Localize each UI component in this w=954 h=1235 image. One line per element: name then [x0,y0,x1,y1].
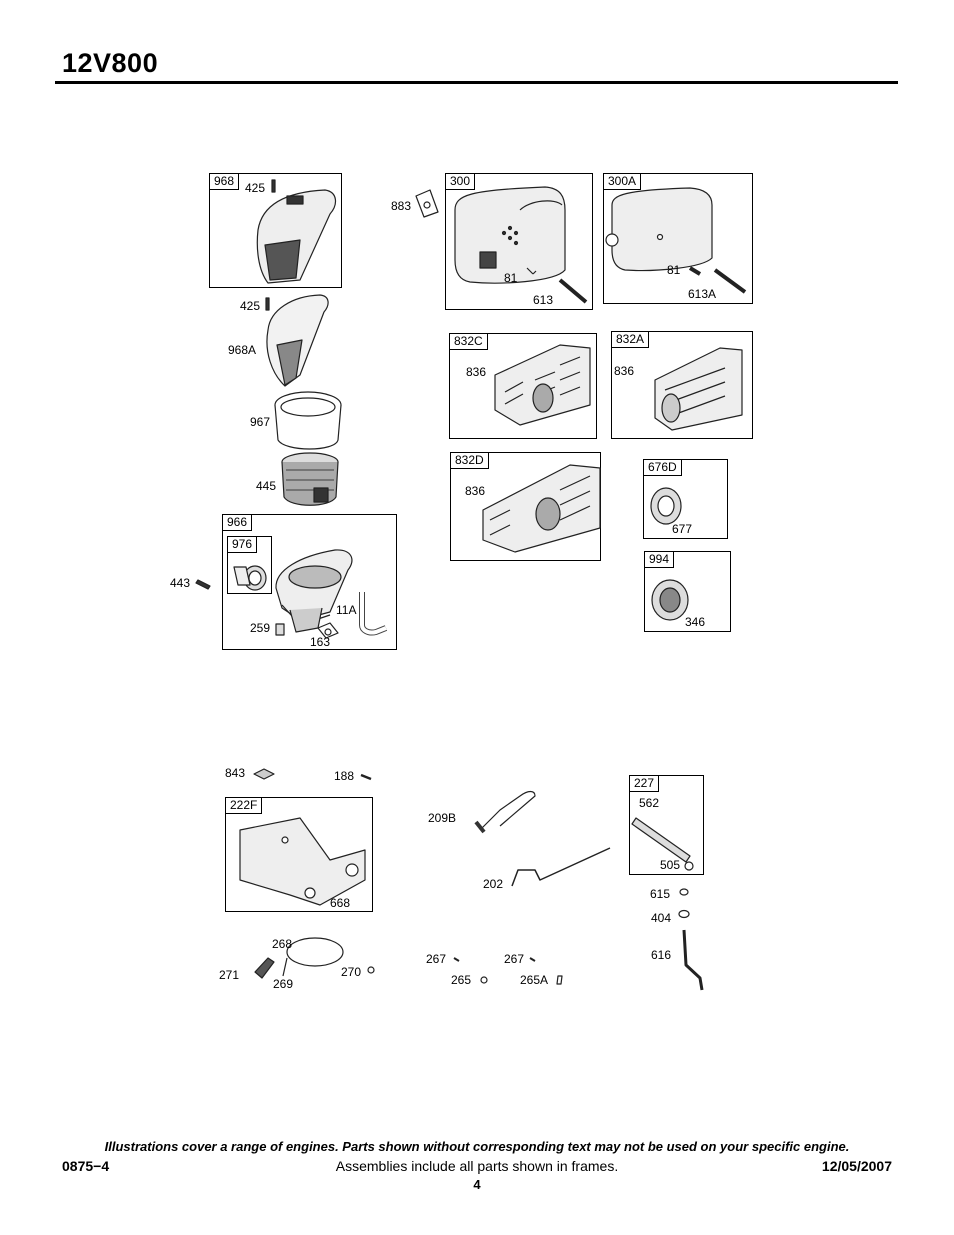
frame-300a: 300A [603,173,753,304]
part-label: 562 [639,796,660,810]
part-label: 265 [451,973,472,987]
frame-label: 676D [643,459,682,476]
part-label: 615 [650,887,671,901]
part-label: 445 [256,479,277,493]
frame-676d: 676D [643,459,728,539]
part-label: 202 [483,877,504,891]
footer-code: 0875−4 [62,1158,110,1174]
part-label: 188 [334,769,355,783]
frame-label: 994 [644,551,675,568]
part-label: 271 [219,968,240,982]
footer-date: 12/05/2007 [821,1158,892,1174]
frame-976: 976 [227,536,272,594]
frame-label: 300A [603,173,642,190]
part-label: 81 [504,271,518,285]
part-label: 209B [428,811,457,825]
frame-label: 832A [611,331,650,348]
frame-label: 227 [629,775,660,792]
part-label: 968A [228,343,257,357]
part-label: 967 [250,415,271,429]
frame-832c: 832C [449,333,597,439]
part-label: 425 [245,181,266,195]
part-label: 268 [272,937,293,951]
part-label: 163 [310,635,331,649]
part-label: 404 [651,911,672,925]
frame-label: 300 [445,173,476,190]
part-label: 677 [672,522,693,536]
part-label: 425 [240,299,261,313]
part-label: 836 [466,365,487,379]
part-label: 269 [273,977,294,991]
footer-center-text: Assemblies include all parts shown in fr… [335,1158,619,1174]
part-label: 843 [225,766,246,780]
part-label: 505 [660,858,681,872]
frame-222f: 222F [225,797,373,912]
part-label: 265A [520,973,549,987]
part-label: 270 [341,965,362,979]
frame-227: 227 [629,775,704,875]
part-label: 443 [170,576,191,590]
frame-label: 832C [449,333,488,350]
footer-note: Illustrations cover a range of engines. … [104,1139,850,1154]
part-label: 883 [391,199,412,213]
part-label: 616 [651,948,672,962]
frame-label: 222F [225,797,263,814]
frame-966: 966 [222,514,397,650]
page-number: 4 [473,1177,481,1192]
part-label: 668 [330,896,351,910]
part-label: 836 [614,364,635,378]
frame-label: 976 [227,536,258,553]
header-rule [55,81,898,84]
frame-832d: 832D [450,452,601,561]
frame-label: 968 [209,173,240,190]
part-label: 613A [688,287,717,301]
frame-label: 966 [222,514,253,531]
frame-300: 300 [445,173,593,310]
frame-968: 968 [209,173,342,288]
frame-994: 994 [644,551,731,632]
frame-832a: 832A [611,331,753,439]
part-label: 81 [667,263,681,277]
part-label: 836 [465,484,486,498]
part-label: 613 [533,293,554,307]
part-label: 259 [250,621,271,635]
part-label: 267 [426,952,447,966]
part-label: 267 [504,952,525,966]
part-label: 346 [685,615,706,629]
model-title: 12V800 [62,48,159,78]
frame-label: 832D [450,452,489,469]
part-label: 11A [336,603,357,617]
